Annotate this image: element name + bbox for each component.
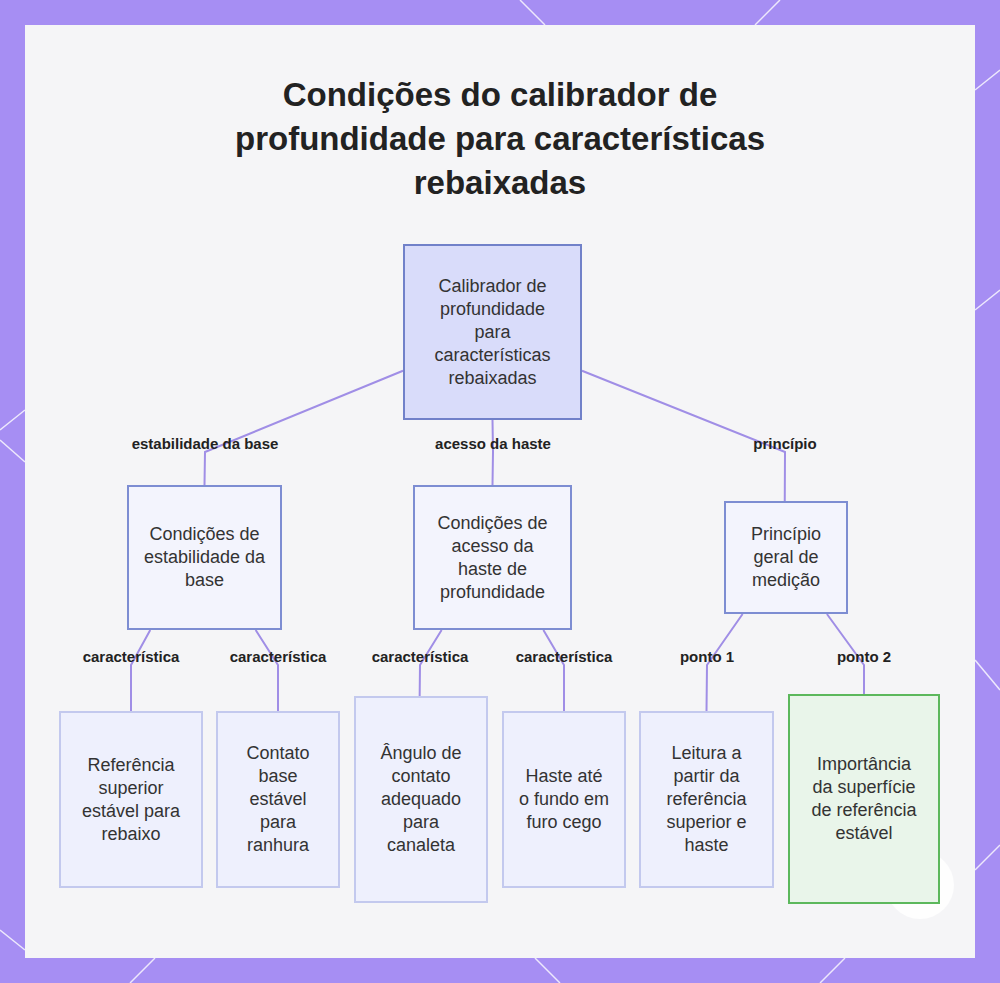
edge-label: ponto 1 (680, 648, 734, 665)
category-box: Condições de estabilidade da base (127, 485, 282, 630)
root-topic-box: Calibrador de profundidade para caracter… (403, 244, 582, 420)
edge-label: princípio (753, 435, 816, 452)
edge-label: ponto 2 (837, 648, 891, 665)
edge-label: estabilidade da base (132, 435, 279, 452)
edge-label: característica (516, 648, 613, 665)
frame-line (520, 0, 545, 25)
edge-label: característica (372, 648, 469, 665)
frame-line (975, 290, 1000, 310)
frame-line (975, 845, 1000, 870)
connector-line (492, 420, 495, 485)
frame-line (975, 660, 1000, 690)
feature-box: Leitura a partir da referência superior … (639, 711, 774, 888)
connector-line (543, 630, 564, 711)
frame-line (535, 958, 560, 983)
edge-label: característica (83, 648, 180, 665)
frame-line (0, 930, 25, 950)
feature-box: Haste até o fundo em furo cego (502, 711, 626, 888)
frame-line (130, 958, 155, 983)
frame-line (975, 70, 1000, 90)
node-text: Condições de estabilidade da base (143, 523, 266, 592)
node-text: Princípio geral de medição (740, 523, 832, 592)
feature-box: Contato base estável para ranhura (216, 711, 340, 888)
diagram-title: Condições do calibrador de profundidade … (190, 73, 810, 205)
node-text: Condições de acesso da haste de profundi… (427, 512, 558, 604)
connector-line (131, 630, 150, 711)
node-text: Contato base estável para ranhura (232, 742, 324, 857)
node-text: Leitura a partir da referência superior … (655, 742, 758, 857)
node-text: Ângulo de contato adequado para canaleta (370, 742, 472, 857)
category-box: Princípio geral de medição (724, 501, 848, 614)
connector-line (205, 371, 404, 485)
edge-label: característica (230, 648, 327, 665)
category-box: Condições de acesso da haste de profundi… (413, 485, 572, 630)
highlight-box: Importância da superfície de referência … (788, 694, 940, 904)
frame-line (820, 958, 845, 983)
node-text: Importância da superfície de referência … (808, 753, 920, 845)
edge-label: acesso da haste (435, 435, 551, 452)
feature-box: Referência superior estável para rebaixo (59, 711, 203, 888)
feature-box: Ângulo de contato adequado para canaleta (354, 696, 488, 903)
frame-line (755, 0, 780, 25)
node-text: Haste até o fundo em furo cego (518, 765, 610, 834)
node-text: Referência superior estável para rebaixo (79, 754, 183, 846)
connector-line (256, 630, 278, 711)
frame-line (0, 410, 25, 430)
node-text: Calibrador de profundidade para caracter… (425, 275, 560, 390)
frame-line (0, 440, 25, 462)
